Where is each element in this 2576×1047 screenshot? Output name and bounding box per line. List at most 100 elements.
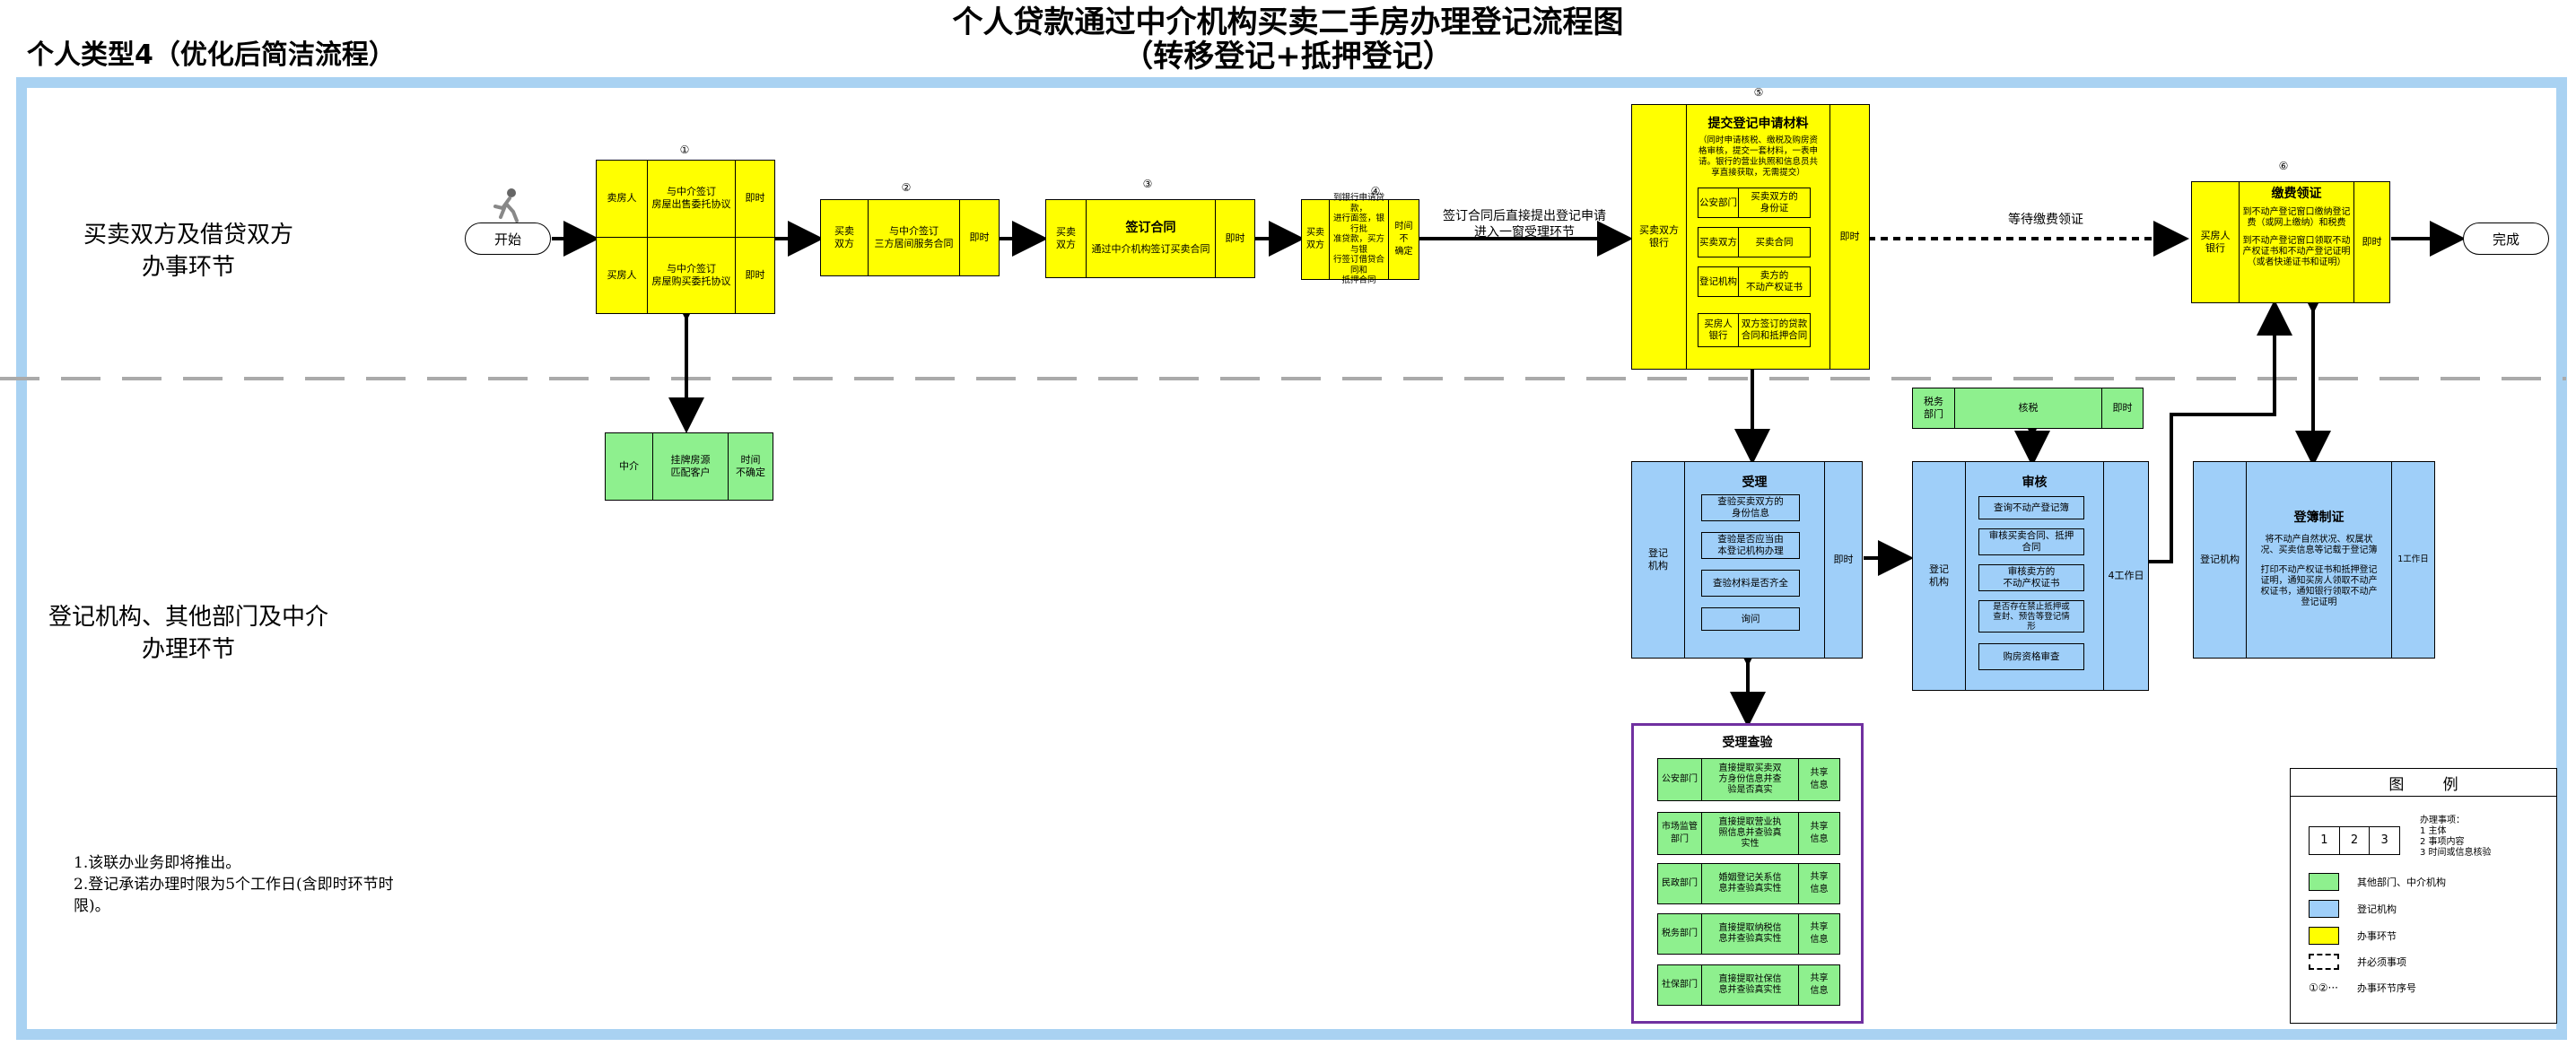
legend-cell: 3 [2369,827,2399,854]
verify-row-what: 婚姻登记关系信 息并查验真实性 [1701,864,1798,903]
verify-row: 公安部门 直接提取买卖双 方身份信息并查 验是否真实 共享 信息 [1657,758,1840,801]
step1-row2-time: 即时 [735,237,774,313]
step5-item-who: 公安部门 [1698,188,1739,217]
legend-swatch [2309,873,2339,891]
diagram-frame [16,77,2567,1040]
step5-time: 即时 [1829,105,1869,369]
verify-row: 民政部门 婚姻登记关系信 息并查验真实性 共享 信息 [1657,863,1840,904]
step1-row2-who: 买房人 [607,268,637,281]
tax-who: 税务 部门 [1924,396,1943,420]
step6-title: 缴费领证 [2271,187,2322,201]
verify-row: 税务部门 直接提取纳税信 息并查验真实性 共享 信息 [1657,913,1840,955]
accept-box[interactable]: 登记 机构 受理 查验买卖双方的 身份信息 查验是否应当由 本登记机构办理 查验… [1631,461,1863,659]
step6-desc1: 到不动产登记窗口缴纳登记 费（或网上缴纳）和税费 [2242,207,2351,228]
verify-row-time: 共享 信息 [1798,813,1839,854]
step3-title: 签订合同 [1125,221,1176,235]
legend-label: 办事环节序号 [2357,982,2416,994]
step-number: ③ [1142,178,1153,190]
step4-time: 时间不 确定 [1388,200,1419,279]
verify-row-time: 共享 信息 [1798,965,1839,1005]
step5-item-what: 双方签订的贷款 合同和抵押合同 [1741,318,1808,341]
register-desc2: 打印不动产权证书和抵押登记 证明，通知买房人领取不动产 权证书，通知银行领取不动… [2260,565,2378,607]
verify-row-time: 共享 信息 [1798,864,1839,903]
tax-box[interactable]: 税务 部门 核税 即时 [1912,388,2144,429]
step6-box[interactable]: 买房人 银行 缴费领证 到不动产登记窗口缴纳登记 费（或网上缴纳）和税费 到不动… [2191,181,2390,303]
step2-time: 即时 [959,200,999,275]
tax-time: 即时 [2101,388,2143,428]
verify-row-who: 民政部门 [1662,878,1698,888]
agent-who: 中介 [619,460,639,472]
legend-item: 并必须事项 [2309,954,2406,970]
review-who: 登记 机构 [1929,563,1949,588]
step4-who: 买卖 双方 [1306,228,1324,250]
runner-icon [493,188,519,222]
step5-item-what: 买卖合同 [1755,236,1794,248]
edge-label-wait: 等待缴费领证 [2008,213,2083,227]
accept-time: 即时 [1824,462,1862,658]
verify-row-time: 共享 信息 [1798,914,1839,954]
step-number: ② [901,181,912,194]
step5-item-4: 买房人 银行 双方签订的贷款 合同和抵押合同 [1698,313,1811,347]
step6-time: 即时 [2353,182,2389,302]
accept-who: 登记 机构 [1648,547,1668,571]
step1-box[interactable]: 卖房人 与中介签订 房屋出售委托协议 即时 买房人 与中介签订 房屋购买委托协议… [596,160,775,314]
review-time: 4工作日 [2103,462,2148,690]
verify-row-time: 共享 信息 [1798,759,1839,800]
verify-row-what: 直接提取买卖双 方身份信息并查 验是否真实 [1701,759,1798,800]
step5-box[interactable]: 买卖双方 银行 提交登记申请材料 （同时申请核税、缴税及购房资 格审核，提交一套… [1631,104,1870,370]
tax-what: 核税 [1954,388,2101,428]
start-terminal[interactable]: 开始 [465,222,551,255]
register-who: 登记机构 [2200,554,2240,565]
legend-cell: 2 [2338,827,2370,854]
step6-who: 买房人 银行 [2200,230,2231,254]
verify-row-what: 直接提取社保信 息并查验真实性 [1701,965,1798,1005]
legend-label: 登记机构 [2357,903,2397,915]
legend-seq-symbol: ①②··· [2309,982,2338,994]
review-box[interactable]: 登记 机构 审核 查询不动产登记簿 审核买卖合同、抵押 合同 审核卖方的 不动产… [1912,461,2149,691]
step-number: ⑥ [2278,160,2289,172]
end-terminal[interactable]: 完成 [2463,222,2549,255]
step4-box[interactable]: 买卖 双方 到银行申请贷款， 进行面签，银行批 准贷款，买方与银 行签订借贷合同… [1301,193,1419,285]
agent-time: 时间 不确定 [728,433,773,500]
agent-box[interactable]: 中介 挂牌房源 匹配客户 时间 不确定 [605,432,773,501]
accept-item: 查验材料是否齐全 [1701,570,1800,597]
verify-title: 受理查验 [1722,736,1773,750]
step5-item-what: 买卖双方的 身份证 [1751,191,1798,214]
step3-box[interactable]: 买卖 双方 签订合同 通过中介机构签订买卖合同 即时 [1045,199,1255,278]
step6-desc2: 到不动产登记窗口领取不动 产权证书和不动产登记证明 （或者快递证书和证明） [2242,236,2351,267]
lane-label-bottom: 登记机构、其他部门及中介 办理环节 [48,604,328,663]
step-number: ④ [1370,185,1381,197]
legend-item: 办事环节 [2309,927,2397,945]
page-subtitle: （转移登记+抵押登记） [1122,39,1454,74]
step5-item-who: 登记机构 [1698,267,1739,296]
review-item: 购房资格审查 [1978,643,2084,670]
step5-item-2: 买卖双方 买卖合同 [1698,227,1811,257]
step5-item-1: 公安部门 买卖双方的 身份证 [1698,188,1811,218]
legend-label: 办事环节 [2357,930,2397,942]
step2-who: 买卖 双方 [834,225,854,249]
accept-title: 受理 [1742,476,1768,490]
step3-time: 即时 [1215,200,1254,277]
step5-item-what: 卖方的 不动产权证书 [1746,270,1803,292]
register-box[interactable]: 登记机构 登簿制证 将不动产自然状况、权属状 况、买卖信息等记载于登记簿 打印不… [2193,461,2435,659]
accept-item: 查验是否应当由 本登记机构办理 [1701,532,1800,559]
legend-swatch [2309,900,2339,918]
verify-row: 市场监管 部门 直接提取营业执 照信息并查验真 实性 共享 信息 [1657,812,1840,855]
step1-row1-time: 即时 [735,161,774,237]
verify-row: 社保部门 直接提取社保信 息并查验真实性 共享 信息 [1657,964,1840,1006]
edge-label-apply: 签订合同后直接提出登记申请 进入一窗受理环节 [1443,209,1606,240]
page-title: 个人贷款通过中介机构买卖二手房办理登记流程图 [952,4,1624,40]
lane-label-top: 买卖双方及借贷双方 办事环节 [83,222,293,281]
type-label: 个人类型4（优化后简洁流程） [27,39,396,71]
step1-row1-what: 与中介签订 房屋出售委托协议 [647,161,735,237]
step3-who: 买卖 双方 [1056,226,1076,250]
accept-item: 询问 [1701,607,1800,631]
legend-label: 其他部门、中介机构 [2357,877,2446,888]
step2-box[interactable]: 买卖 双方 与中介签订 三方居间服务合同 即时 [820,199,1000,276]
note-2: 2.登记承诺办理时限为5个工作日(含即时环节时 限)。 [74,876,394,915]
legend-cell: 1 [2320,833,2328,847]
verify-row-who: 市场监管 部门 [1662,822,1698,844]
step5-subtitle: （同时申请核税、缴税及购房资 格审核，提交一套材料，一表申 请。银行的营业执照和… [1698,135,1818,178]
legend-item: 其他部门、中介机构 [2309,873,2446,891]
